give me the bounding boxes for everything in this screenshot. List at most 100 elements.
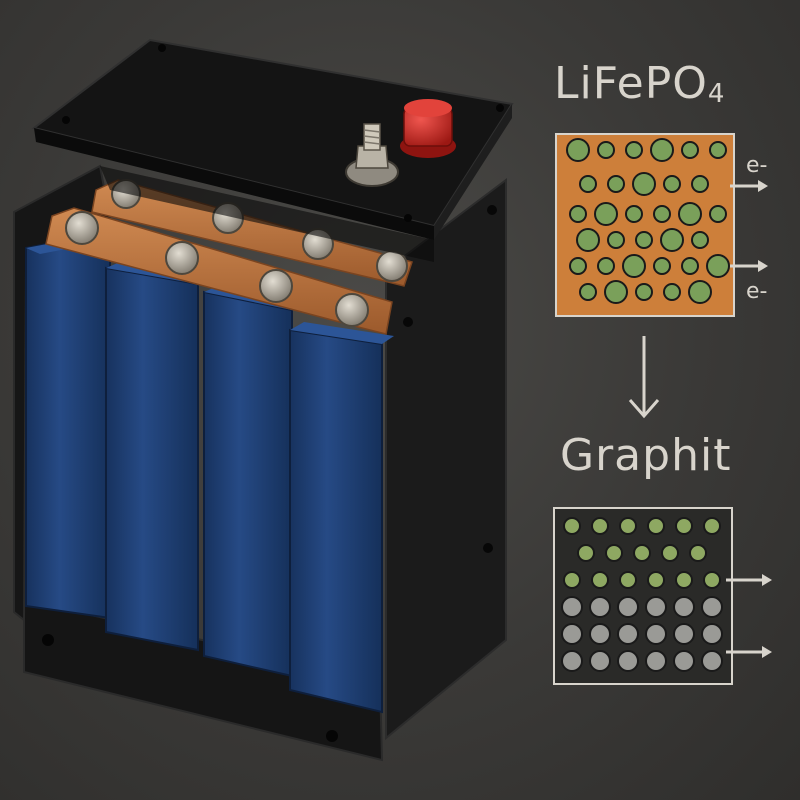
cathode-particle (663, 283, 681, 301)
bolt-icon (65, 211, 99, 245)
cathode-particle (604, 280, 628, 304)
cathode-particle (566, 138, 590, 162)
arrow-right-icon (726, 574, 772, 586)
anode-empty-particle (645, 596, 667, 618)
anode-lithiated-particle (647, 571, 665, 589)
cathode-particle (691, 175, 709, 193)
battery-cell (289, 328, 383, 714)
bolt-icon (335, 293, 369, 327)
side-screw-hole (483, 543, 493, 553)
cathode-particle (579, 283, 597, 301)
anode-lithiated-particle (647, 517, 665, 535)
base-screw-hole (326, 730, 338, 742)
arrow-right-icon (730, 260, 768, 272)
anode-lithiated-particle (563, 571, 581, 589)
anode-empty-particle (617, 650, 639, 672)
anode-lithiated-particle (591, 517, 609, 535)
electron-label: e- (746, 279, 767, 304)
cathode-particle (597, 257, 615, 275)
anode-empty-particle (645, 650, 667, 672)
anode-empty-particle (673, 650, 695, 672)
anode-empty-particle (617, 596, 639, 618)
battery-cells (25, 230, 394, 714)
cathode-particles (566, 138, 730, 304)
anode-empty-particle (673, 623, 695, 645)
anode-lithiated-particle (591, 571, 609, 589)
anode-lithiated-particle (619, 517, 637, 535)
lid-screw-hole (496, 104, 504, 112)
cathode-particle (653, 205, 671, 223)
cathode-particle (635, 231, 653, 249)
cathode-particle (569, 257, 587, 275)
cathode-particle (597, 141, 615, 159)
cathode-particle (706, 254, 730, 278)
cathode-particle (622, 254, 646, 278)
bolt-icon (376, 250, 408, 282)
anode-lithiated-particle (577, 544, 595, 562)
anode-empty-particle (701, 596, 723, 618)
lid-shadow (100, 166, 434, 262)
cathode-particle (660, 228, 684, 252)
busbar-front (45, 207, 393, 335)
battery-cell (203, 290, 293, 678)
cathode-particle (709, 205, 727, 223)
cathode-particle (635, 283, 653, 301)
cathode-particle (576, 228, 600, 252)
anode-empty-particle (701, 650, 723, 672)
anode-particles (561, 517, 723, 672)
cathode-particle (594, 202, 618, 226)
anode-material-title: Graphit (560, 430, 732, 481)
battery-cell (25, 230, 111, 620)
side-screw-hole (403, 317, 413, 327)
cathode-particle (569, 205, 587, 223)
lid-screw-hole (62, 116, 70, 124)
cathode-particle (607, 175, 625, 193)
battery-cell-top (290, 322, 394, 344)
side-screw-hole (487, 205, 497, 215)
anode-lithiated-particle (689, 544, 707, 562)
anode-empty-particle (561, 623, 583, 645)
anode-lithiated-particle (675, 517, 693, 535)
anode-empty-particle (589, 596, 611, 618)
bolt-icon (165, 241, 199, 275)
cathode-particle (691, 231, 709, 249)
anode-lithiated-particle (661, 544, 679, 562)
anode-arrows (726, 574, 772, 658)
arrow-right-icon (726, 646, 772, 658)
anode-lithiated-particle (703, 517, 721, 535)
anode-empty-particle (645, 623, 667, 645)
anode-empty-particle (589, 650, 611, 672)
anode-lithiated-particle (619, 571, 637, 589)
cathode-particle (653, 257, 671, 275)
anode-empty-particle (561, 650, 583, 672)
cathode-particle (632, 172, 656, 196)
positive-terminal (400, 99, 456, 158)
cathode-material-title: LiFePO4 (554, 58, 725, 109)
cathode-material-title-subscript: 4 (707, 79, 726, 109)
cathode-material-title-main: LiFePO (554, 58, 708, 109)
anode-empty-particle (673, 596, 695, 618)
anode-lithiated-particle (563, 517, 581, 535)
cathode-particle (681, 141, 699, 159)
anode-panel (553, 507, 733, 685)
anode-lithiated-particle (675, 571, 693, 589)
anode-lithiated-particle (633, 544, 651, 562)
cathode-particle (678, 202, 702, 226)
cathode-diagram (555, 133, 768, 317)
electron-label: e- (746, 153, 767, 178)
anode-diagram (553, 507, 772, 685)
anode-empty-particle (701, 623, 723, 645)
enclosure-lid-edge (34, 128, 434, 240)
anode-lithiated-particle (605, 544, 623, 562)
cathode-particle (663, 175, 681, 193)
anode-empty-particle (561, 596, 583, 618)
cathode-particle (579, 175, 597, 193)
cathode-particle (625, 141, 643, 159)
cathode-particle (607, 231, 625, 249)
battery-cell (105, 266, 199, 652)
arrow-right-icon (730, 180, 768, 192)
enclosure-side-plate (385, 178, 507, 741)
cathode-particle (625, 205, 643, 223)
anode-lithiated-particle (703, 571, 721, 589)
